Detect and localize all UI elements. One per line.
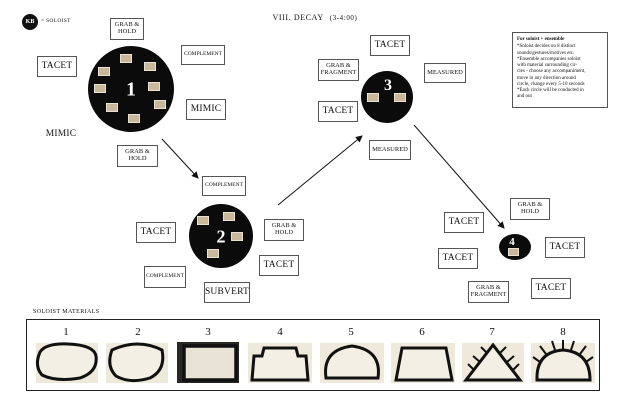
cue-box-mimic: MIMIC: [186, 99, 226, 120]
material-shape-3: [177, 342, 239, 383]
material-thumb: [223, 212, 235, 221]
material-number: 8: [560, 326, 566, 338]
cue-box-tacet: TACET: [136, 222, 176, 243]
section-title: VIII. DECAY: [272, 13, 324, 22]
cue-box-tacet: TACET: [370, 35, 410, 56]
cue-box-grab-fragment: GRAB & FRAGMENT: [318, 59, 359, 81]
cue-box-tacet: TACET: [259, 255, 299, 276]
material-thumb: [207, 249, 219, 258]
cue-box-grab-hold: GRAB & HOLD: [110, 18, 144, 40]
cue-box-tacet: TACET: [318, 101, 358, 122]
cue-box-measured: MEASURED: [424, 63, 466, 83]
material-thumb: [394, 93, 406, 102]
cue-box-grab-fragment: GRAB & FRAGMENT: [468, 281, 509, 303]
cue-box-grab-hold: GRAB & HOLD: [117, 145, 158, 167]
cue-box-measured: MEASURED: [369, 140, 411, 160]
soloist-badge: KB: [22, 14, 38, 30]
material-thumb: [367, 93, 379, 102]
instructions-line: move in any direction around: [517, 75, 576, 81]
arrow-2-to-3: [277, 135, 363, 206]
instructions-line: *Ensemble accompanies soloist: [517, 56, 581, 62]
material-shape-1: [35, 342, 98, 383]
arrow-1-to-2: [161, 138, 199, 179]
cue-box-subvert: SUBVERT: [204, 282, 250, 303]
material-number: 4: [277, 326, 283, 338]
material-thumb: [106, 103, 118, 112]
material-shape-2: [106, 342, 168, 383]
material-number: 1: [63, 326, 69, 338]
circle-number: 4: [509, 236, 515, 248]
instructions-line: with material surrounding cir-: [517, 63, 578, 68]
instructions-line: sounds/gestures/motives etc.: [517, 50, 575, 56]
soloist-materials-frame: [26, 319, 600, 391]
material-number: 5: [348, 326, 354, 338]
cue-box-complement: COMPLEMENT: [181, 45, 225, 65]
section-duration: (3-4:00): [329, 14, 358, 22]
cue-box-tacet: TACET: [545, 237, 585, 258]
material-shape-6: [391, 343, 455, 383]
material-thumb: [197, 216, 209, 225]
material-thumb: [144, 62, 156, 71]
cue-box-tacet: TACET: [531, 278, 571, 299]
material-shape-4: [248, 343, 312, 383]
circle-3: 3: [361, 71, 413, 123]
circle-number: 3: [384, 77, 392, 94]
instructions-line: cles - choose any accompaniment,: [517, 69, 586, 75]
material-number: 2: [135, 326, 141, 338]
material-shape-8: [531, 340, 595, 383]
circle-number: 1: [126, 78, 136, 101]
cue-box-grab-hold: GRAB & HOLD: [510, 198, 550, 220]
soloist-materials-label: SOLOIST MATERIALS: [33, 309, 100, 315]
cue-box-complement: COMPLEMENT: [144, 266, 186, 288]
cue-box-tacet: TACET: [37, 56, 77, 77]
circle-4: 4: [499, 234, 531, 260]
material-thumb: [120, 54, 132, 63]
cue-box-mimic: MIMIC: [41, 124, 81, 145]
cue-box-tacet: TACET: [438, 248, 478, 269]
cue-box-grab-hold: GRAB & HOLD: [264, 219, 304, 241]
material-shape-5: [320, 343, 384, 383]
material-thumb: [231, 232, 243, 241]
instructions-line: circle, change every 5-10 seconds: [517, 81, 585, 87]
instructions-title: For soloist + ensemble: [517, 37, 565, 42]
material-number: 6: [419, 326, 425, 338]
material-number: 7: [489, 326, 495, 338]
instructions-box: For soloist + ensemble *Soloist decides …: [512, 32, 608, 108]
arrow-3-to-4: [413, 124, 505, 229]
cue-box-tacet: TACET: [444, 212, 484, 233]
material-thumb: [148, 82, 160, 91]
circle-number: 2: [216, 226, 226, 247]
material-thumb: [94, 84, 106, 93]
material-thumb: [98, 67, 110, 76]
instructions-line: *Each circle will be conducted in: [517, 88, 584, 93]
material-thumb: [154, 100, 166, 109]
instructions-line: and out: [517, 94, 532, 100]
material-thumb: [508, 248, 519, 256]
soloist-badge-label: = SOLOIST: [41, 18, 71, 24]
circle-2: 2: [189, 204, 253, 268]
circle-1: 1: [88, 46, 174, 132]
material-number: 3: [205, 326, 211, 338]
cue-box-complement: COMPLEMENT: [202, 176, 246, 196]
page-title: VIII. DECAY (3-4:00): [0, 13, 630, 22]
instructions-line: *Soloist decides on 8 distinct: [517, 44, 576, 50]
material-shape-7: [462, 342, 524, 383]
material-thumb: [128, 114, 140, 123]
